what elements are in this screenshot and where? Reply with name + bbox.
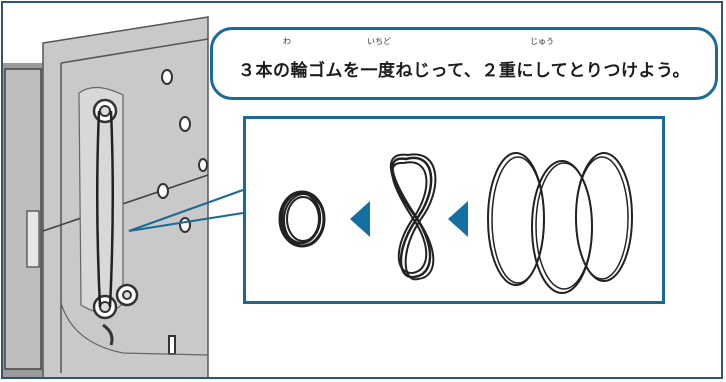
arrow-left-icon xyxy=(448,201,468,237)
zoom-detail-box xyxy=(243,116,665,304)
device-panel-illustration xyxy=(3,16,244,377)
doubled-loop-icon xyxy=(278,190,326,248)
instruction-bubble: わ いちど じゅう ３本の輪ゴムを一度ねじって、２重にしてとりつけよう。 xyxy=(210,27,718,100)
instruction-text: ３本の輪ゴムを一度ねじって、２重にしてとりつけよう。 xyxy=(238,61,690,81)
three-separate-rubber-bands-icon xyxy=(487,152,633,294)
ruby-juu: じゅう xyxy=(530,37,554,46)
twisted-figure-eight-icon xyxy=(389,153,437,281)
arrow-left-icon xyxy=(350,201,370,237)
ruby-wa: わ xyxy=(283,37,291,46)
ruby-ichido: いちど xyxy=(367,37,391,46)
